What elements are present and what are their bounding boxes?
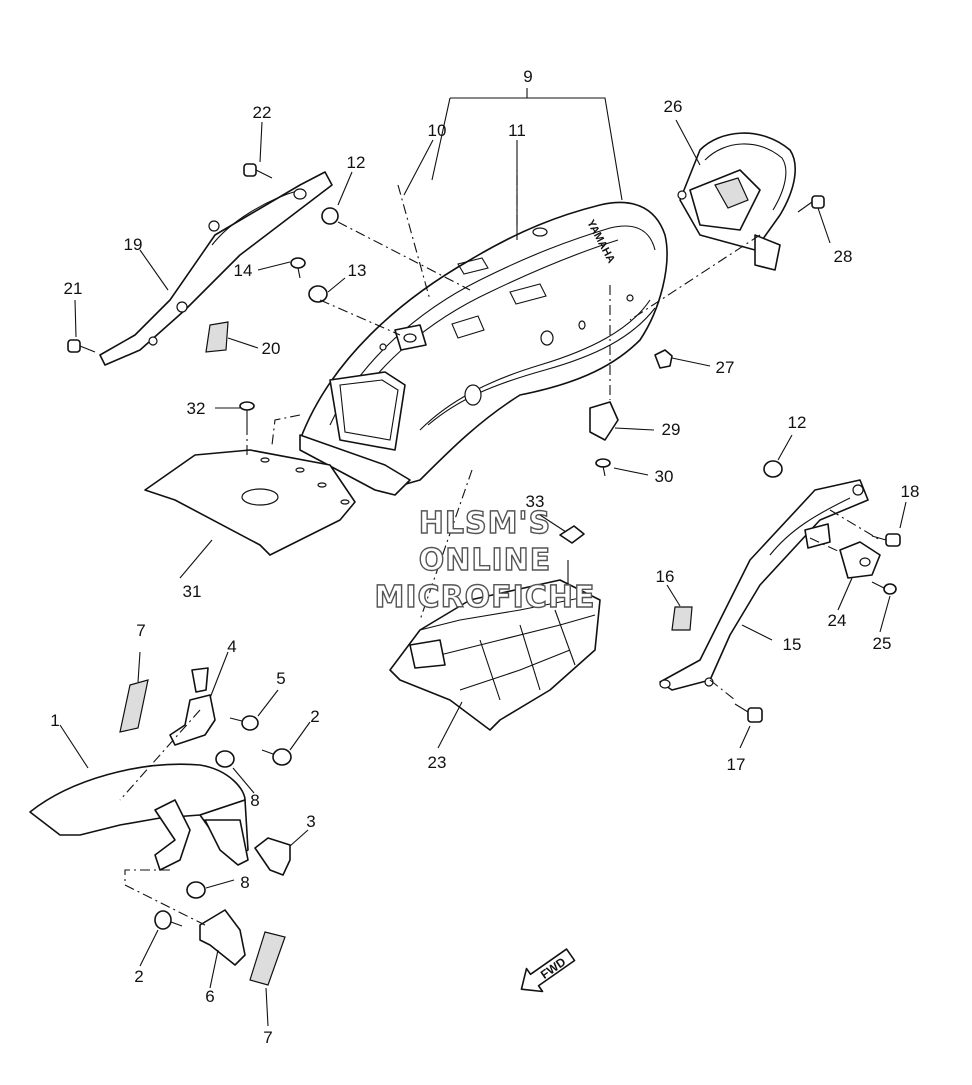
grommet-13[interactable]	[308, 285, 328, 303]
bolt-30[interactable]	[595, 458, 611, 477]
callout-2-lower: 2	[134, 967, 143, 986]
rear-fender[interactable]: YAMAHA	[299, 201, 668, 496]
reflector-7-lower[interactable]	[249, 931, 286, 986]
callout-7-upper: 7	[136, 621, 145, 640]
bolt-32[interactable]	[239, 401, 255, 425]
left-fender-stay[interactable]	[99, 171, 333, 366]
callout-13: 13	[348, 261, 367, 280]
bolt-21[interactable]	[67, 339, 96, 353]
bracket-29[interactable]	[589, 401, 619, 441]
grommet-12-left[interactable]	[321, 207, 339, 225]
bolt-2-lower[interactable]	[154, 910, 183, 930]
callout-18: 18	[901, 482, 920, 501]
callout-5: 5	[276, 669, 285, 688]
reflector-20[interactable]	[205, 321, 229, 353]
callout-19: 19	[124, 235, 143, 254]
callout-20: 20	[262, 339, 281, 358]
bolt-17[interactable]	[734, 703, 763, 723]
inner-fender[interactable]	[389, 579, 601, 731]
callout-16: 16	[656, 567, 675, 586]
front-fender-bracket-lower[interactable]	[199, 909, 246, 966]
callout-28: 28	[834, 247, 853, 266]
callout-30: 30	[655, 467, 674, 486]
callout-24: 24	[828, 611, 847, 630]
callout-labels: 1 2 3 4 5 6 7 8 9 10 11 12 13 14 15 16 1…	[50, 67, 919, 1047]
front-fender-bracket-upper[interactable]	[169, 667, 216, 746]
mud-flap[interactable]	[144, 449, 356, 556]
clamp-24[interactable]	[839, 541, 881, 579]
callout-6: 6	[205, 987, 214, 1006]
bolt-5[interactable]	[229, 715, 259, 731]
callout-8-lower: 8	[240, 873, 249, 892]
nut-33[interactable]	[559, 525, 585, 590]
callout-21: 21	[64, 279, 83, 298]
bolt-18[interactable]	[871, 533, 901, 547]
bolt-22[interactable]	[243, 163, 273, 179]
callout-1: 1	[50, 711, 59, 730]
taillight-housing[interactable]	[677, 132, 796, 271]
callout-15: 15	[783, 635, 802, 654]
right-fender-stay[interactable]	[659, 479, 869, 691]
callout-27: 27	[716, 358, 735, 377]
watermark-line-1: HLSM'S	[419, 506, 551, 541]
callout-10: 10	[428, 121, 447, 140]
callout-9: 9	[523, 67, 532, 86]
callout-4: 4	[227, 637, 236, 656]
callout-11: 11	[508, 121, 526, 140]
callout-2-upper: 2	[310, 707, 319, 726]
nut-8-lower[interactable]	[186, 881, 206, 899]
reflector-7-upper[interactable]	[119, 679, 149, 733]
callout-12-left: 12	[347, 153, 366, 172]
assembly-lines	[119, 170, 881, 926]
callout-29: 29	[662, 420, 681, 439]
nut-8-upper[interactable]	[215, 750, 235, 768]
callout-23: 23	[428, 753, 447, 772]
front-fender[interactable]	[29, 763, 249, 871]
callout-33: 33	[526, 492, 545, 511]
bolt-2-upper[interactable]	[261, 748, 292, 766]
bolt-14[interactable]	[290, 257, 306, 279]
callout-12-right: 12	[788, 413, 807, 432]
watermark: HLSM'S ONLINE MICROFICHE	[374, 505, 596, 615]
callout-31: 31	[183, 582, 202, 601]
fwd-direction-arrow: FWD	[520, 948, 576, 993]
grommet-12-right[interactable]	[763, 460, 783, 478]
leader-lines	[59, 88, 907, 1027]
callout-7-lower: 7	[263, 1028, 272, 1047]
clip-3[interactable]	[254, 837, 291, 876]
bolt-28[interactable]	[797, 195, 825, 213]
screw-25[interactable]	[871, 581, 897, 595]
plate-24-backing	[804, 523, 831, 549]
watermark-line-2: ONLINE	[419, 543, 552, 578]
callout-25: 25	[873, 634, 892, 653]
callout-3: 3	[306, 812, 315, 831]
callout-17: 17	[727, 755, 746, 774]
callout-14: 14	[234, 261, 253, 280]
callout-22: 22	[253, 103, 272, 122]
callout-32: 32	[187, 399, 206, 418]
callout-8-upper: 8	[250, 791, 259, 810]
reflector-16[interactable]	[671, 606, 693, 631]
callout-26: 26	[664, 97, 683, 116]
watermark-line-3: MICROFICHE	[375, 580, 596, 615]
nut-27[interactable]	[654, 349, 673, 369]
